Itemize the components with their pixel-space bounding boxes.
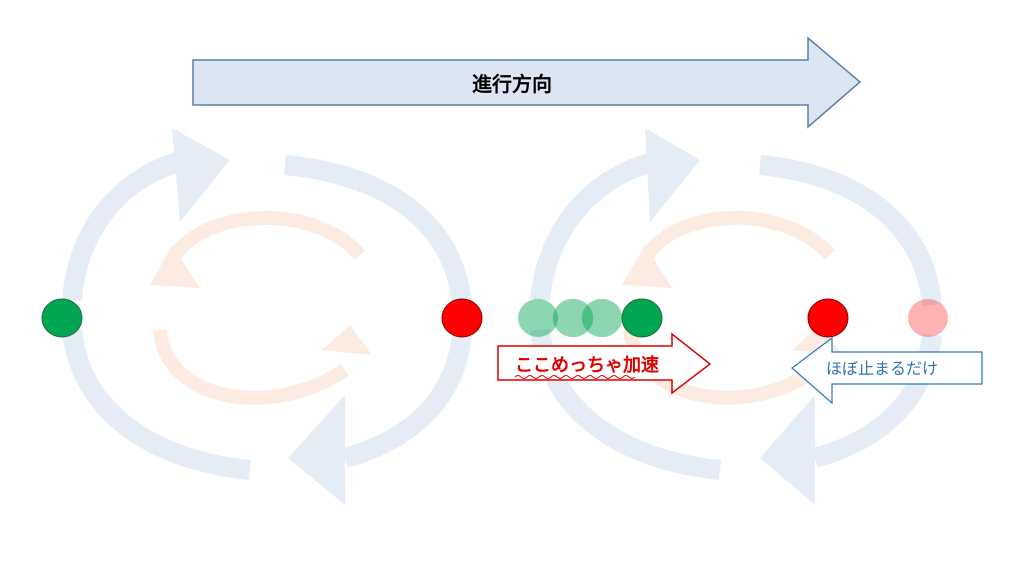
green-dot-ghost-2 [552,298,594,338]
direction-arrow-label: 進行方向 [472,72,552,96]
left-inner-arrowhead-bottom [322,325,372,355]
right-outer-arc-top [530,150,663,302]
accelerate-arrow [497,332,712,395]
red-dot-ghost [908,299,948,337]
left-outer-arc-bottomright [342,333,472,468]
stop-arrow [791,336,983,405]
red-dot-left [441,298,483,338]
left-inner-arrowhead-top [150,245,200,288]
green-dot-right [621,298,663,338]
red-dot-right [807,298,849,338]
left-outer-arrowhead-bottom [288,395,345,505]
left-outer-arc-bottomleft [62,328,251,480]
green-dot-ghost-1 [518,299,558,337]
left-inner-arc-bottom [153,329,349,405]
left-outer-arc-topright [284,155,472,307]
stop-label: ほぼ止まるだけ [826,359,938,378]
accelerate-label: ここめっちゃ加速 [515,354,659,376]
direction-arrow [192,36,862,129]
left-inner-arc-top [165,211,366,264]
left-outer-arrowhead-top [172,128,230,222]
right-inner-arc-top [638,211,836,264]
spellcheck-underline [514,375,636,379]
right-outer-arc-topright [759,155,942,307]
left-cycle [62,128,472,505]
right-inner-arrowhead-top [622,245,672,288]
green-dot-left [41,298,83,338]
left-outer-arc-top [62,150,188,301]
right-outer-arrowhead-top [645,128,700,222]
green-dot-ghost-3 [581,298,623,338]
right-outer-arrowhead-bottom [760,395,815,505]
